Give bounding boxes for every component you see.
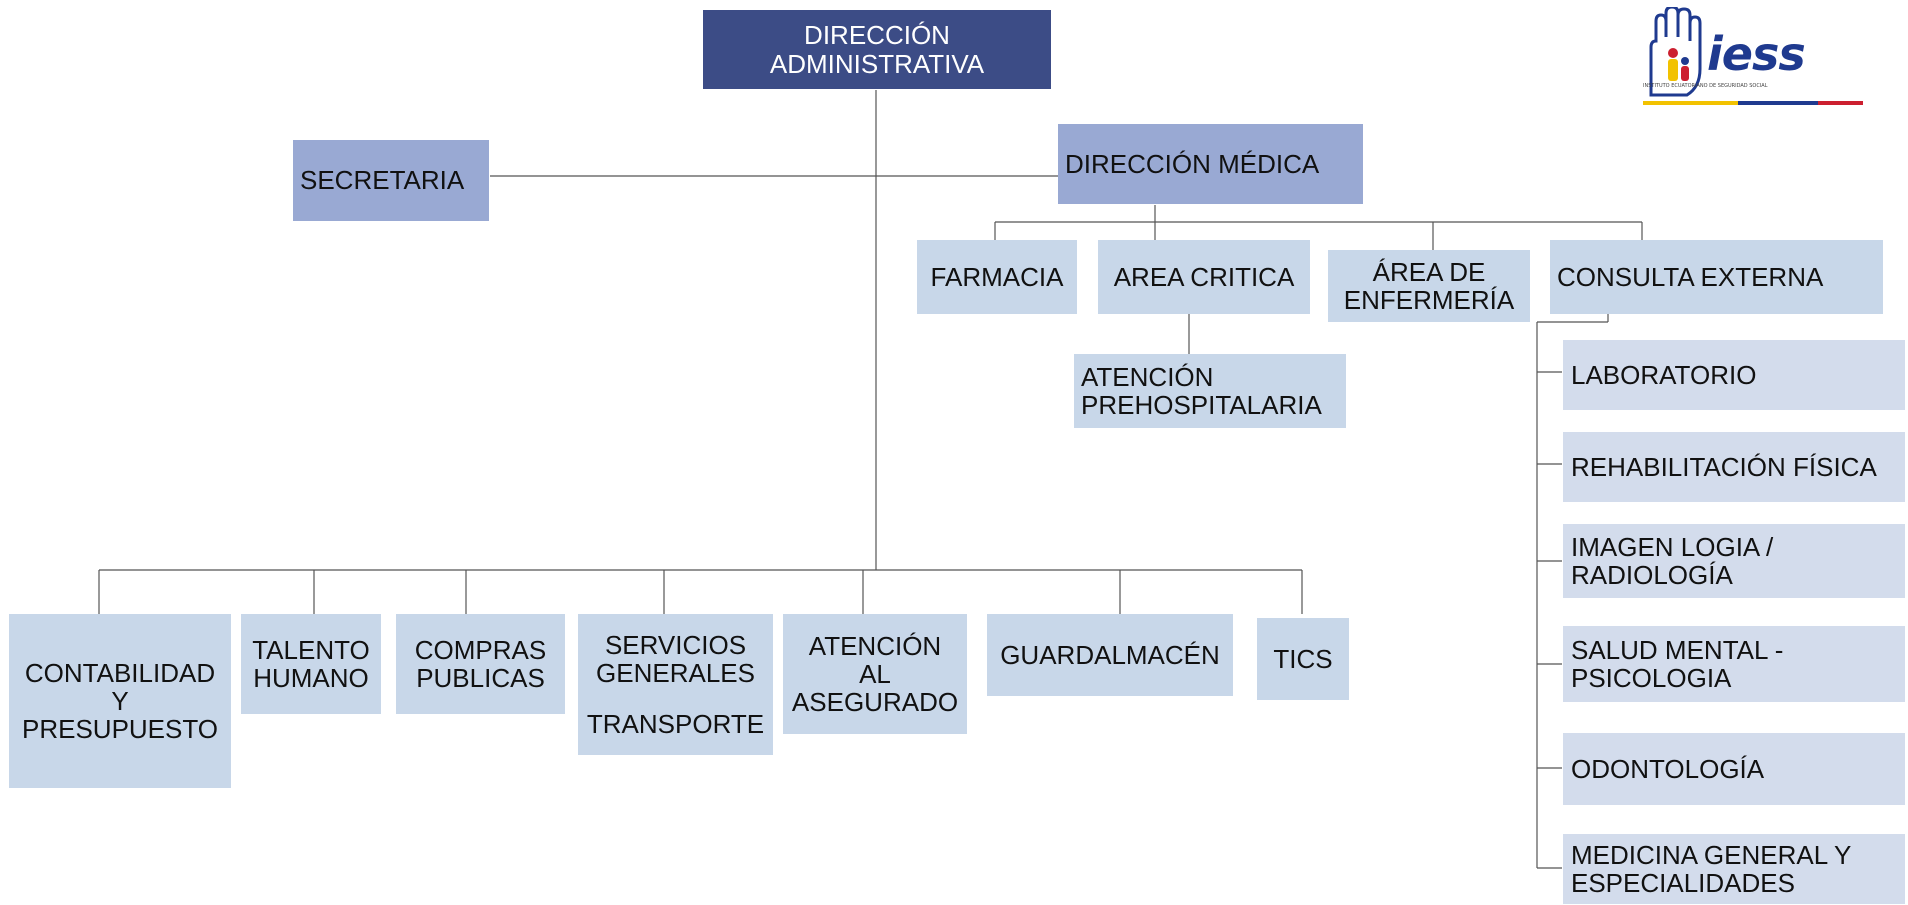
atencion-asegurado-line3: ASEGURADO: [791, 687, 959, 718]
atencion-prehospitalaria-line2: PREHOSPITALARIA: [1081, 390, 1322, 420]
area-enfermeria-line1: ÁREA DE: [1372, 256, 1486, 287]
servicios-generales-line2: GENERALES: [596, 658, 755, 689]
logo-subtitle: INSTITUTO ECUATORIANO DE SEGURIDAD SOCIA…: [1643, 83, 1768, 89]
direccion-administrativa-line1: DIRECCIÓN: [804, 20, 950, 51]
talento-humano-line2: HUMANO: [253, 663, 369, 693]
consulta-child-box: LABORATORIO: [1563, 340, 1905, 410]
consulta-child-line2: ESPECIALIDADES: [1571, 868, 1795, 898]
talento-humano-box: TALENTO HUMANO: [241, 614, 381, 714]
farmacia-label: FARMACIA: [930, 261, 1064, 292]
consulta-child-line2: RADIOLOGÍA: [1571, 560, 1733, 590]
secretaria-box: SECRETARIA: [293, 140, 489, 221]
atencion-asegurado-line2: AL: [859, 658, 891, 689]
flag-stripe-yellow: [1643, 101, 1738, 105]
farmacia-box: FARMACIA: [917, 240, 1077, 314]
servicios-generales-line1: SERVICIOS: [604, 630, 747, 661]
atencion-prehospitalaria-line1: ATENCIÓN: [1081, 361, 1214, 392]
area-critica-box: AREA CRITICA: [1098, 240, 1310, 314]
talento-humano-line1: TALENTO: [252, 634, 370, 665]
direccion-administrativa-box: DIRECCIÓN ADMINISTRATIVA: [703, 10, 1051, 89]
flag-stripe-red: [1818, 101, 1863, 105]
consulta-child-box: MEDICINA GENERAL Y ESPECIALIDADES: [1563, 834, 1905, 904]
consulta-child-line2: PSICOLOGIA: [1571, 663, 1732, 693]
compras-publicas-line1: COMPRAS: [414, 634, 547, 665]
guardalmacen-box: GUARDALMACÉN: [987, 614, 1233, 696]
area-enfermeria-line2: ENFERMERÍA: [1343, 285, 1515, 315]
logo-text: iess: [1707, 27, 1806, 81]
compras-publicas-box: COMPRAS PUBLICAS: [396, 614, 565, 714]
servicios-generales-box: SERVICIOS GENERALES TRANSPORTE: [578, 614, 773, 755]
consulta-child-line1: ODONTOLOGÍA: [1571, 753, 1765, 784]
direccion-administrativa-line2: ADMINISTRATIVA: [769, 48, 985, 79]
flag-stripe-blue: [1738, 101, 1818, 105]
consulta-externa-label: CONSULTA EXTERNA: [1557, 261, 1824, 292]
area-critica-label: AREA CRITICA: [1113, 261, 1295, 292]
consulta-child-line1: SALUD MENTAL -: [1571, 634, 1784, 665]
servicios-generales-line3: TRANSPORTE: [586, 708, 765, 739]
contabilidad-line1: CONTABILIDAD: [24, 657, 216, 688]
consulta-child-box: SALUD MENTAL - PSICOLOGIA: [1563, 626, 1905, 702]
area-enfermeria-box: ÁREA DE ENFERMERÍA: [1328, 250, 1530, 322]
iess-logo: iess INSTITUTO ECUATORIANO DE SEGURIDAD …: [1635, 5, 1875, 115]
consulta-child-line1: IMAGEN LOGIA /: [1571, 531, 1774, 562]
atencion-prehospitalaria-box: ATENCIÓN PREHOSPITALARIA: [1074, 354, 1346, 428]
direccion-medica-box: DIRECCIÓN MÉDICA: [1058, 124, 1363, 204]
contabilidad-line3: PRESUPUESTO: [21, 714, 218, 745]
direccion-medica-label: DIRECCIÓN MÉDICA: [1065, 148, 1320, 179]
contabilidad-line2: Y: [111, 685, 129, 716]
contabilidad-box: CONTABILIDAD Y PRESUPUESTO: [9, 614, 231, 788]
atencion-asegurado-line1: ATENCIÓN: [808, 630, 942, 661]
consulta-child-line1: REHABILITACIÓN FÍSICA: [1571, 451, 1877, 482]
hand-family-icon: [1649, 7, 1702, 97]
consulta-child-box: IMAGEN LOGIA / RADIOLOGÍA: [1563, 524, 1905, 598]
consulta-child-line1: LABORATORIO: [1571, 359, 1757, 390]
secretaria-label: SECRETARIA: [300, 165, 465, 196]
compras-publicas-line2: PUBLICAS: [416, 663, 545, 693]
atencion-asegurado-box: ATENCIÓN AL ASEGURADO: [783, 614, 967, 734]
consulta-child-box: ODONTOLOGÍA: [1563, 733, 1905, 805]
tics-label: TICS: [1273, 643, 1333, 674]
consulta-child-line1: MEDICINA GENERAL Y: [1571, 839, 1852, 870]
tics-box: TICS: [1257, 618, 1349, 700]
consulta-externa-box: CONSULTA EXTERNA: [1550, 240, 1883, 314]
guardalmacen-label: GUARDALMACÉN: [1000, 639, 1220, 670]
consulta-child-box: REHABILITACIÓN FÍSICA: [1563, 432, 1905, 502]
